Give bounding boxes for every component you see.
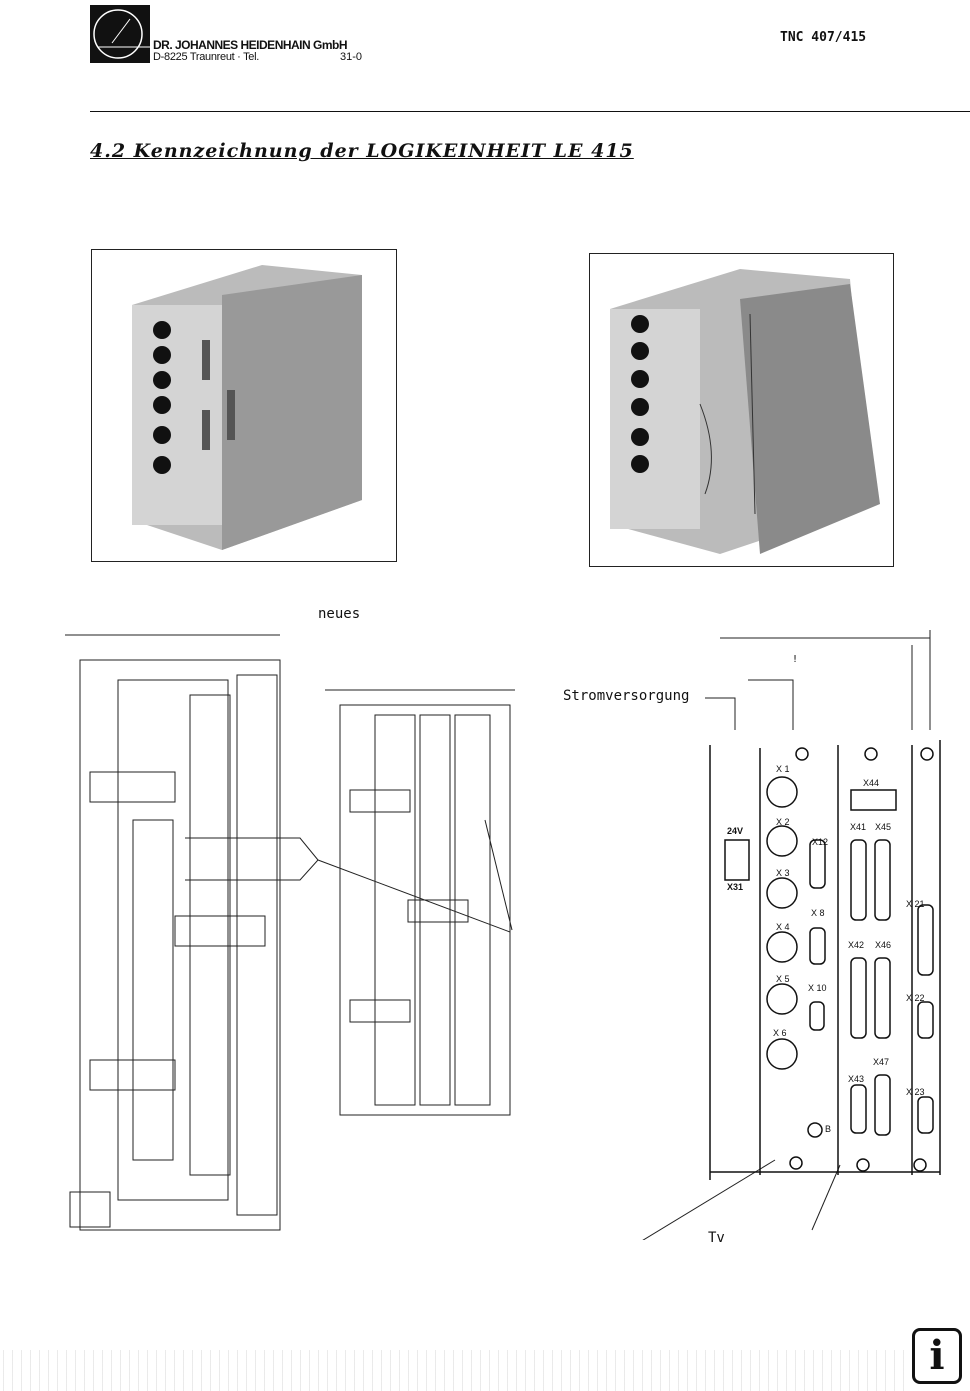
header-divider — [90, 111, 970, 112]
label-24v: 24V — [727, 826, 744, 836]
scan-noise — [0, 1350, 910, 1391]
label-x21: X 21 — [906, 899, 925, 909]
label-x41: X41 — [850, 822, 867, 832]
company-name: DR. JOHANNES HEIDENHAIN GmbH — [153, 38, 348, 52]
label-x43: X43 — [848, 1074, 865, 1084]
photo-le415-open — [589, 253, 894, 567]
info-icon[interactable]: i — [912, 1328, 962, 1384]
label-x3: X 3 — [776, 868, 790, 878]
label-x45: X45 — [875, 822, 892, 832]
label-x23: X 23 — [906, 1087, 925, 1097]
label-x5: X 5 — [776, 974, 790, 984]
heidenhain-logo — [90, 5, 150, 63]
label-x4: X 4 — [776, 922, 790, 932]
company-address: D-8225 Traunreut · Tel. — [153, 51, 260, 63]
label-x46: X46 — [875, 940, 892, 950]
document-id: TNC 407/415 — [780, 30, 867, 45]
section-title: 4.2 Kennzeichnung der LOGIKEINHEIT LE 41… — [90, 140, 634, 162]
label-stromversorgung: Stromversorgung — [563, 688, 690, 704]
label-x2: X 2 — [776, 817, 790, 827]
label-x12: X12 — [812, 837, 829, 847]
label-b: B — [825, 1124, 832, 1134]
label-x47: X47 — [873, 1057, 890, 1067]
front-panel-drawing: 24V X31 X 1 X 2 X 3 X 4 X 5 X 6 X12 X 8 … — [690, 740, 950, 1180]
photo-le415-closed — [91, 249, 397, 562]
label-x42: X42 — [848, 940, 865, 950]
label-x8: X 8 — [811, 908, 825, 918]
label-x6: X 6 — [773, 1028, 787, 1038]
label-x22: X 22 — [906, 993, 925, 1003]
label-tv: Tv — [708, 1230, 725, 1246]
label-x10: X 10 — [808, 983, 827, 993]
technical-drawings — [65, 630, 931, 1240]
label-mark: ! — [792, 654, 799, 665]
label-x1: X 1 — [776, 764, 790, 774]
company-tel: 31-0 — [340, 51, 363, 63]
label-x31: X31 — [727, 882, 744, 892]
label-x44: X44 — [863, 778, 880, 788]
label-neues: neues — [318, 606, 361, 622]
